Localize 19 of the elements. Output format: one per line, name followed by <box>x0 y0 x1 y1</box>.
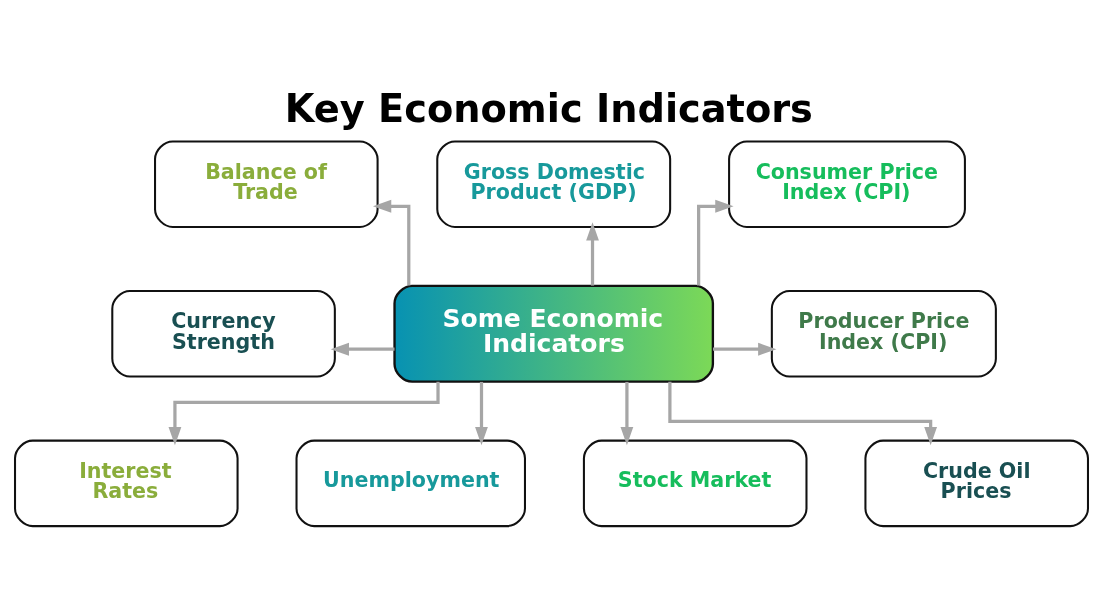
node-box: Crude Oil Prices <box>864 439 1089 528</box>
node-box: Stock Market <box>582 439 808 528</box>
node-box: Interest Rates <box>14 439 239 528</box>
arrow <box>713 342 777 356</box>
arrow <box>372 199 411 286</box>
arrow <box>475 381 488 446</box>
arrow <box>668 381 938 446</box>
arrow <box>586 222 599 286</box>
diagram-title: Key Economic Indicators <box>284 85 813 131</box>
node-box: Some Economic Indicators <box>393 284 715 383</box>
node-box: Producer Price Index (CPI) <box>770 290 997 378</box>
arrow <box>620 381 634 446</box>
node-box: Consumer Price Index (CPI) <box>728 140 966 228</box>
node-box: Unemployment <box>295 439 526 528</box>
node-box: Balance of Trade <box>154 140 379 228</box>
node-box: Gross Domestic Product (GDP) <box>436 140 672 228</box>
arrow <box>697 199 734 286</box>
node-box: Currency Strength <box>111 290 336 378</box>
arrow <box>330 342 395 356</box>
